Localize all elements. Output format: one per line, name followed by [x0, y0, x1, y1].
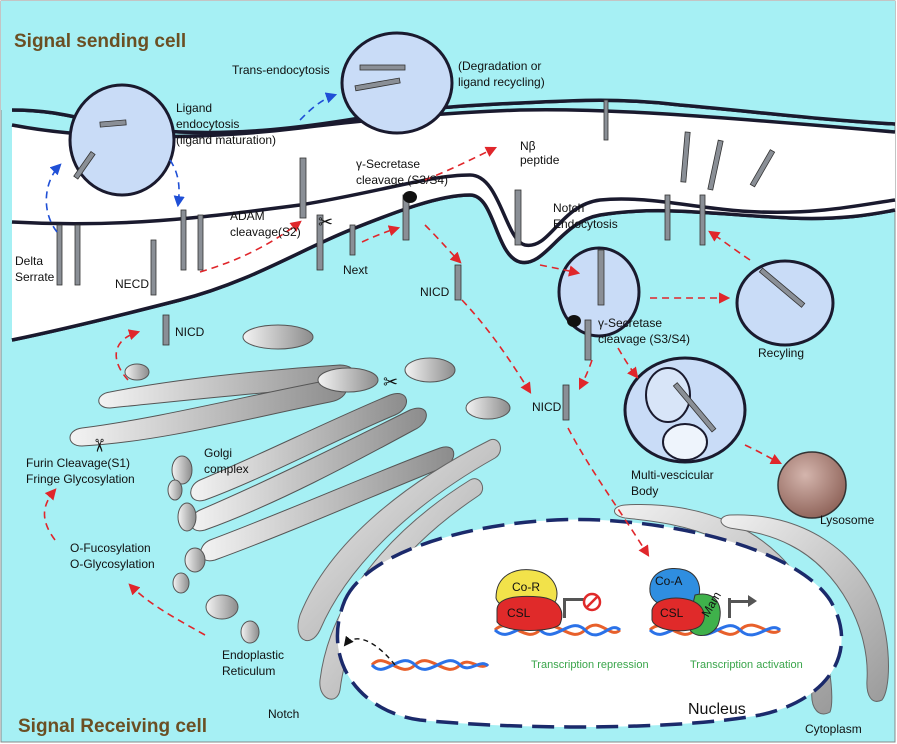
receptor: [700, 195, 705, 245]
receptor: [563, 385, 569, 420]
receptor: [198, 215, 203, 270]
scissors-icon: ✂: [383, 372, 398, 392]
label-notch-endocytosis: Notch: [553, 201, 584, 215]
label-csl: CSL: [507, 606, 531, 620]
label-transcription-activation: Transcription activation: [690, 659, 803, 671]
label-lysosome: Lysosome: [820, 513, 875, 527]
golgi-vesicle: [318, 368, 378, 392]
label-nbeta: Nβ: [520, 139, 536, 153]
promoter-bar: [563, 598, 585, 601]
label-coa: Co-A: [655, 574, 682, 588]
receptor: [350, 225, 355, 255]
label-degradation: ligand recycling): [458, 75, 545, 89]
label-nicd: NICD: [420, 285, 450, 299]
label-nucleus: Nucleus: [688, 701, 746, 718]
label-serrate: Serrate: [15, 270, 55, 284]
golgi-vesicle: [405, 358, 455, 382]
golgi-vesicle: [243, 325, 313, 349]
golgi-vesicle: [241, 621, 259, 643]
scissors-icon: ✂: [89, 438, 109, 453]
label-oglycosylation: O-Glycosylation: [70, 557, 155, 571]
label-gamma-secretase: cleavage (S3/S4): [598, 332, 690, 346]
golgi-vesicle: [125, 364, 149, 380]
golgi-vesicle: [178, 503, 196, 531]
golgi-vesicle: [466, 397, 510, 419]
promoter-bar: [728, 598, 731, 618]
label-golgi: Golgi: [204, 446, 232, 460]
label-transcription-repression: Transcription repression: [531, 659, 649, 671]
label-nbeta: peptide: [520, 153, 560, 167]
receptor: [665, 195, 670, 240]
label-fringe: Fringe Glycosylation: [26, 472, 135, 486]
label-nicd: NICD: [175, 325, 205, 339]
label-csl: CSL: [660, 606, 684, 620]
title-sending-cell: Signal sending cell: [14, 31, 186, 52]
receptor: [585, 320, 591, 360]
receptor: [181, 210, 186, 270]
receptor: [598, 250, 604, 305]
label-delta: Delta: [15, 254, 43, 268]
label-ofucosylation: O-Fucosylation: [70, 541, 151, 555]
golgi-vesicle: [173, 573, 189, 593]
label-recycling: Recyling: [758, 346, 804, 360]
label-mvb: Body: [631, 484, 658, 498]
receptor: [75, 225, 80, 285]
label-adam: ADAM: [230, 209, 265, 223]
receptor: [57, 225, 62, 285]
label-adam: cleavage(S2): [230, 225, 301, 239]
receptor: [360, 65, 405, 70]
title-receiving-cell: Signal Receiving cell: [18, 716, 207, 737]
label-gamma-secretase: γ-Secretase: [356, 157, 420, 171]
label-ligand-endocytosis: (ligand maturation): [176, 133, 276, 147]
gamma-secretase-icon: [403, 191, 417, 203]
golgi-vesicle: [206, 595, 238, 619]
recycling-vesicle: [737, 261, 833, 345]
receptor: [604, 100, 608, 140]
label-golgi: complex: [204, 462, 249, 476]
label-ligand-endocytosis: endocytosis: [176, 117, 239, 131]
golgi-vesicle: [185, 548, 205, 572]
label-mvb: Multi-vescicular: [631, 468, 714, 482]
label-notch: Notch: [268, 707, 299, 721]
label-nicd: NICD: [532, 400, 562, 414]
label-cor: Co-R: [512, 580, 540, 594]
receptor: [151, 240, 156, 295]
label-notch-endocytosis: Endocytosis: [553, 217, 618, 231]
mvb-inner-vesicle-2: [663, 424, 707, 460]
label-trans-endocytosis: Trans-endocytosis: [232, 63, 330, 77]
label-gamma-secretase: γ-Secretase: [598, 316, 662, 330]
receptor: [163, 315, 169, 345]
label-necd: NECD: [115, 277, 149, 291]
label-ligand-endocytosis: Ligand: [176, 101, 212, 115]
scissors-icon: ✂: [318, 212, 333, 232]
label-next: Next: [343, 263, 368, 277]
lysosome: [778, 452, 846, 518]
label-gamma-secretase: cleavage (S3/S4): [356, 173, 448, 187]
receptor: [515, 190, 521, 245]
ligand-endocytosis-vesicle: [70, 85, 174, 195]
receptor: [300, 158, 306, 218]
label-furin: Furin Cleavage(S1): [26, 456, 130, 470]
receptor: [455, 265, 461, 300]
golgi-vesicle: [168, 480, 182, 500]
label-cytoplasm: Cytoplasm: [805, 722, 862, 736]
gamma-secretase-icon: [567, 315, 581, 327]
label-er: Endoplastic: [222, 648, 284, 662]
label-er: Reticulum: [222, 664, 275, 678]
label-degradation: (Degradation or: [458, 59, 541, 73]
